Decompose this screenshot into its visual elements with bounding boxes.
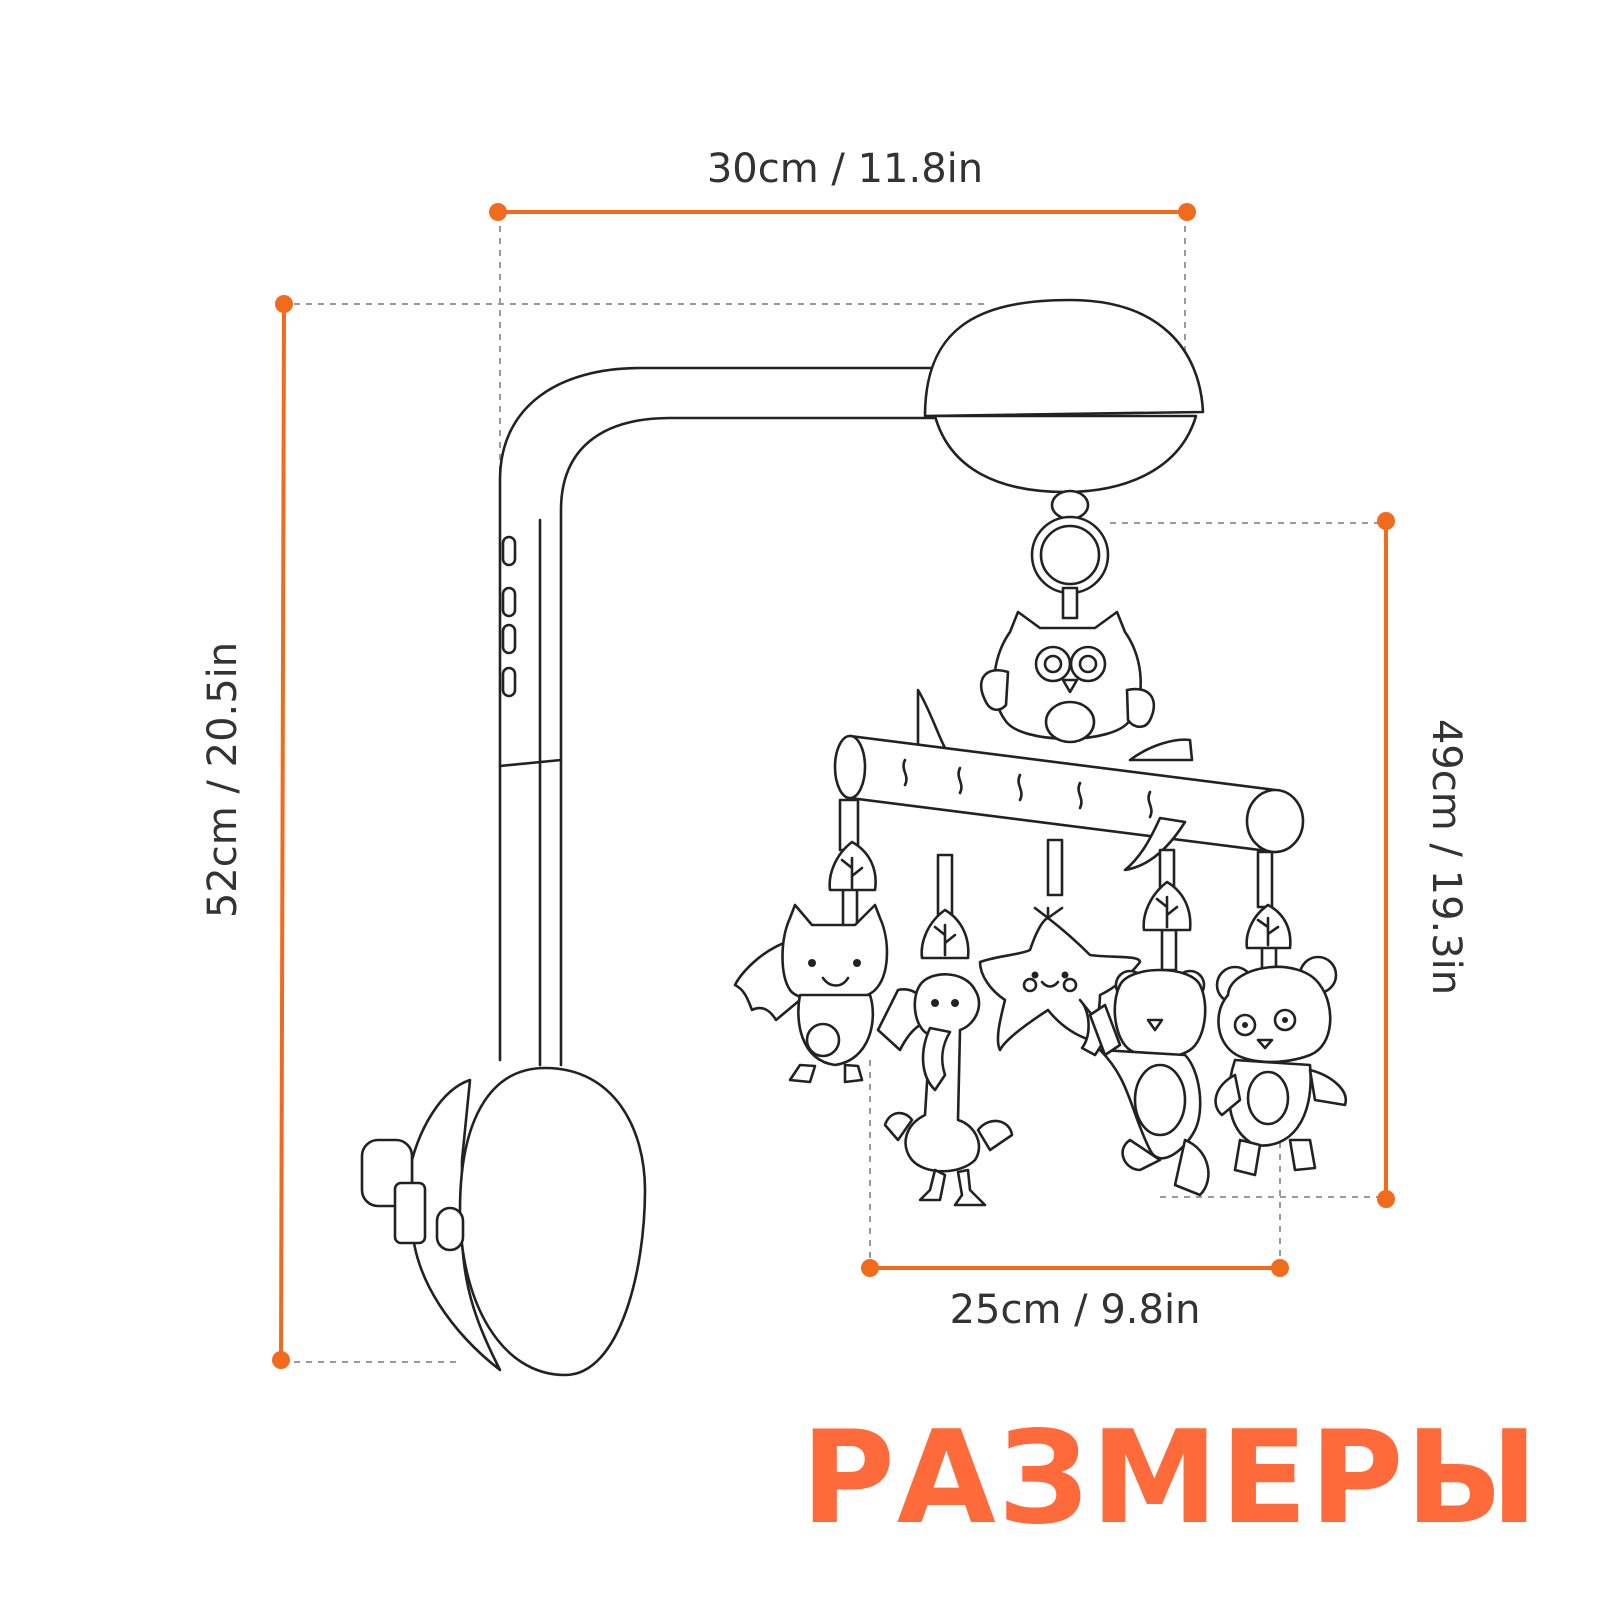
bird-toy [883,973,1014,1207]
arm-buttons [501,535,517,698]
page-title: РАЗМЕРЫ [800,1404,1540,1553]
music-box-dome [923,298,1205,620]
crib-clamp [360,1066,647,1377]
dimension-line-left [272,295,293,1369]
bear-toy [1088,968,1210,1197]
dimension-line-top [489,203,1196,221]
dimension-label-bottom: 25cm / 9.8in [950,1287,1201,1333]
dimension-label-top: 30cm / 11.8in [707,146,983,192]
dimension-label-right: 49cm / 19.3in [1423,719,1469,995]
owl-toy [979,610,1156,744]
leaf-decorations [828,840,1292,960]
panda-toy [1214,955,1348,1177]
bat-toy [733,903,928,1084]
dimension-lines [272,203,1395,1369]
mobile-arm [498,366,937,1067]
dimension-line-bottom [861,1259,1289,1277]
dimension-line-right [1377,512,1395,1208]
dimension-label-left: 52cm / 20.5in [200,642,246,918]
hanging-bar [833,688,1305,872]
